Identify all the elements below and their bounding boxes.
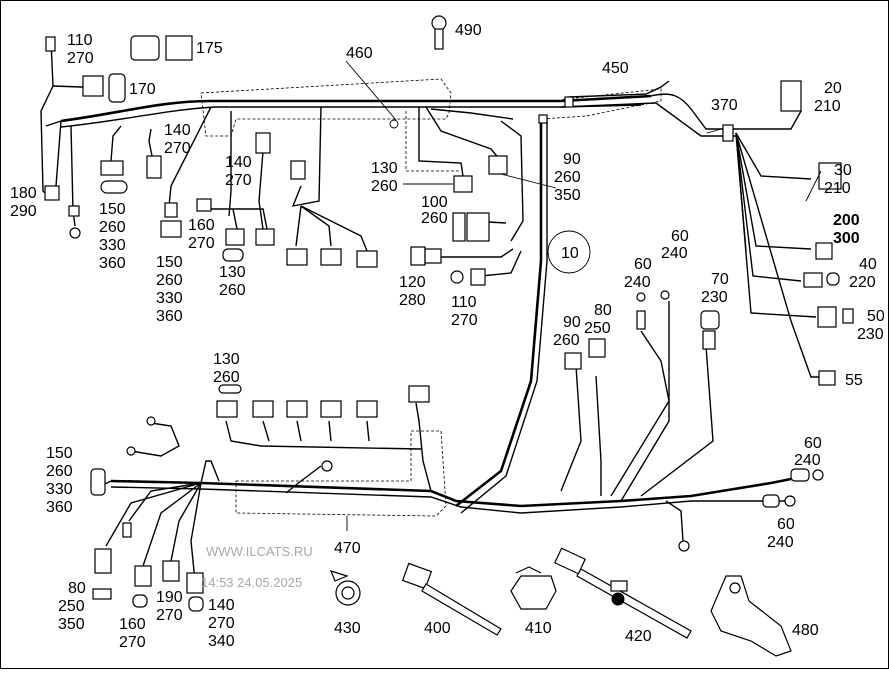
label-55: 55 xyxy=(845,372,863,389)
label-140c-270: 270 xyxy=(208,615,235,632)
label-70: 70 xyxy=(711,271,729,288)
watermark: WWW.ILCATS.RU 14:53 24.05.2025 xyxy=(201,544,313,590)
label-140a: 140 xyxy=(164,122,191,139)
label-160b: 160 xyxy=(119,616,146,633)
label-150a: 150 xyxy=(99,201,126,218)
label-20-210: 210 xyxy=(814,98,841,115)
label-60b: 60 xyxy=(634,256,652,273)
label-80a-250: 250 xyxy=(584,320,611,337)
label-40-220: 220 xyxy=(849,274,876,291)
fastener-parts xyxy=(329,547,792,657)
label-140a-270: 270 xyxy=(164,140,191,157)
label-60c: 60 xyxy=(804,435,822,452)
part-number-labels: 110 270 175 170 460 490 450 20 210 370 1… xyxy=(10,22,885,651)
label-400: 400 xyxy=(424,620,451,637)
label-90b: 90 xyxy=(563,314,581,331)
label-60a-240: 240 xyxy=(661,245,688,262)
label-80b: 80 xyxy=(68,580,86,597)
label-150a-360: 360 xyxy=(99,255,126,272)
label-150a-260: 260 xyxy=(99,219,126,236)
label-60d-240: 240 xyxy=(767,534,794,551)
label-50-230: 230 xyxy=(857,326,884,343)
connector-parts xyxy=(44,15,854,612)
label-140b-270: 270 xyxy=(225,172,252,189)
label-120: 120 xyxy=(399,274,426,291)
label-430: 430 xyxy=(334,620,361,637)
label-180-290: 290 xyxy=(10,203,37,220)
label-470: 470 xyxy=(334,540,361,557)
label-190-270: 270 xyxy=(156,607,183,624)
label-30-210: 210 xyxy=(824,180,851,197)
label-60c-240: 240 xyxy=(794,452,821,469)
label-30: 30 xyxy=(834,162,852,179)
watermark-site: WWW.ILCATS.RU xyxy=(206,544,313,559)
label-80a: 80 xyxy=(594,302,612,319)
label-150b-260: 260 xyxy=(156,272,183,289)
label-450: 450 xyxy=(602,60,629,77)
label-130b: 130 xyxy=(371,160,398,177)
label-50: 50 xyxy=(867,308,885,325)
label-180: 180 xyxy=(10,185,37,202)
label-60d: 60 xyxy=(777,516,795,533)
label-130a-260: 260 xyxy=(219,282,246,299)
label-80b-250: 250 xyxy=(58,598,85,615)
label-150b: 150 xyxy=(156,254,183,271)
label-90a: 90 xyxy=(563,151,581,168)
label-40: 40 xyxy=(859,256,877,273)
watermark-timestamp: 14:53 24.05.2025 xyxy=(201,575,302,590)
label-410: 410 xyxy=(525,620,552,637)
dashed-outlines xyxy=(200,78,662,517)
label-170: 170 xyxy=(129,81,156,98)
label-130c-260: 260 xyxy=(213,369,240,386)
label-150b-360: 360 xyxy=(156,308,183,325)
label-60b-240: 240 xyxy=(624,274,651,291)
label-130a: 130 xyxy=(219,264,246,281)
label-80b-350: 350 xyxy=(58,616,85,633)
label-150b-330: 330 xyxy=(156,290,183,307)
label-140c: 140 xyxy=(208,597,235,614)
label-150c-260: 260 xyxy=(46,463,73,480)
label-10: 10 xyxy=(561,245,579,262)
label-110: 110 xyxy=(67,32,93,49)
label-110b-270: 270 xyxy=(451,312,478,329)
label-90a-260: 260 xyxy=(554,169,581,186)
label-160b-270: 270 xyxy=(119,634,146,651)
label-60a: 60 xyxy=(671,228,689,245)
label-100-260: 260 xyxy=(421,210,448,227)
label-490: 490 xyxy=(455,22,482,39)
label-130b-260: 260 xyxy=(371,178,398,195)
label-150c-360: 360 xyxy=(46,499,73,516)
label-20: 20 xyxy=(824,80,842,97)
label-300: 300 xyxy=(833,230,860,247)
label-130c: 130 xyxy=(213,351,240,368)
label-150a-330: 330 xyxy=(99,237,126,254)
label-460: 460 xyxy=(346,45,373,62)
label-110b: 110 xyxy=(451,294,477,311)
label-90b-260: 260 xyxy=(553,332,580,349)
label-140b: 140 xyxy=(225,154,252,171)
label-100: 100 xyxy=(421,194,448,211)
label-150c: 150 xyxy=(46,445,73,462)
label-370: 370 xyxy=(711,97,738,114)
leader-lines xyxy=(345,60,822,531)
label-140c-340: 340 xyxy=(208,633,235,650)
label-110-270: 270 xyxy=(67,50,94,67)
label-190: 190 xyxy=(156,589,183,606)
label-160a: 160 xyxy=(188,217,215,234)
label-175: 175 xyxy=(196,40,223,57)
lower-harness xyxy=(100,402,807,582)
label-90a-350: 350 xyxy=(554,187,581,204)
label-200: 200 xyxy=(833,212,860,229)
label-480: 480 xyxy=(792,622,819,639)
callout-ring-10 xyxy=(547,230,591,274)
label-420: 420 xyxy=(625,628,652,645)
label-120-280: 280 xyxy=(399,292,426,309)
label-150c-330: 330 xyxy=(46,481,73,498)
label-70-230: 230 xyxy=(701,289,728,306)
label-160a-270: 270 xyxy=(188,235,215,252)
upper-main-harness xyxy=(40,40,821,514)
